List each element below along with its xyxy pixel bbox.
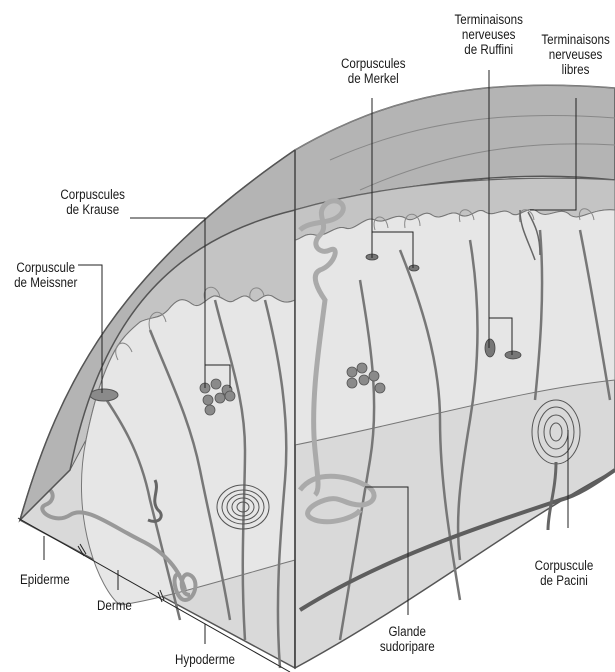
label-ruffini-line2: nerveuses (450, 27, 527, 42)
label-merkel-line2: de Merkel (332, 71, 415, 86)
label-pacini: Corpuscule de Pacini (527, 558, 601, 588)
label-meissner-line2: de Meissner (7, 275, 84, 290)
label-krause-line1: Corpuscules (54, 187, 131, 202)
label-krause-line2: de Krause (54, 202, 131, 217)
label-epiderme: Epiderme (20, 572, 70, 587)
label-pacini-line2: de Pacini (527, 573, 601, 588)
label-derme: Derme (97, 598, 132, 613)
label-ruffini: Terminaisons nerveuses de Ruffini (450, 12, 527, 57)
label-glande-line1: Glande (372, 624, 443, 639)
label-meissner: Corpuscule de Meissner (7, 260, 84, 290)
label-merkel-line1: Corpuscules (332, 56, 415, 71)
label-libres-line2: nerveuses (536, 47, 615, 62)
label-pacini-line1: Corpuscule (527, 558, 601, 573)
label-ruffini-line3: de Ruffini (450, 42, 527, 57)
label-libres-line1: Terminaisons (536, 32, 615, 47)
label-ruffini-line1: Terminaisons (450, 12, 527, 27)
label-glande-line2: sudoripare (372, 639, 443, 654)
left-meissner-corpuscle (90, 389, 118, 401)
label-hypoderme: Hypoderme (175, 652, 235, 667)
label-meissner-line1: Corpuscule (7, 260, 84, 275)
label-merkel: Corpuscules de Merkel (332, 56, 415, 86)
right-face (295, 178, 615, 668)
label-libres: Terminaisons nerveuses libres (536, 32, 615, 77)
label-libres-line3: libres (536, 62, 615, 77)
label-krause: Corpuscules de Krause (54, 187, 131, 217)
label-glande: Glande sudoripare (372, 624, 443, 654)
